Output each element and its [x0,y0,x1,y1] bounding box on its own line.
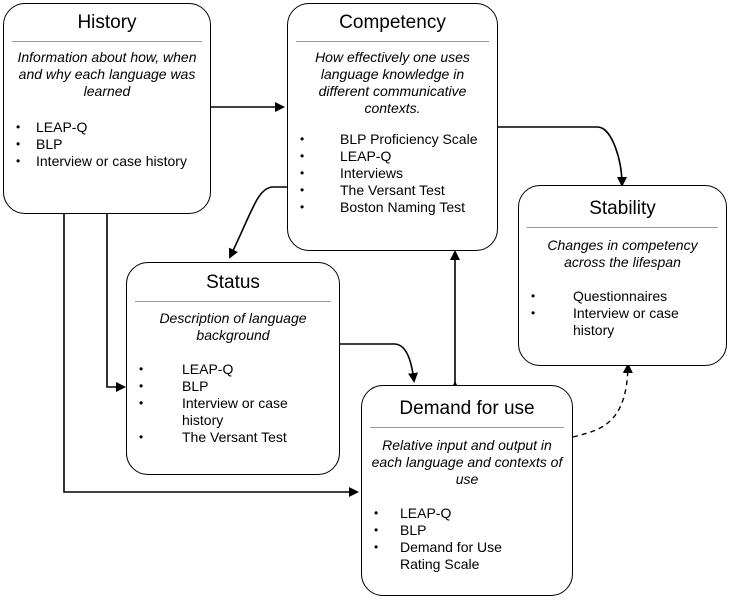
list-item: Interviews [288,165,497,182]
status-list: LEAP-Q BLP Interview or case history The… [127,361,339,446]
competency-list: BLP Proficiency Scale LEAP-Q Interviews … [288,131,497,216]
demand-for-use-box: Demand for use Relative input and output… [361,385,573,596]
stability-title: Stability [589,198,656,219]
list-item: LEAP-Q [288,148,497,165]
list-item: The Versant Test [288,182,497,199]
status-divider [135,301,331,302]
arrow-status-to-demand [340,343,418,383]
stability-list: Questionnaires Interview or case history [519,288,726,339]
list-item: Interview or case history [519,305,726,339]
history-title: History [77,12,137,33]
list-item: Interview or case history [4,153,210,170]
arrow-history-to-demand [63,214,359,497]
list-item: Interview or case history [127,395,339,429]
list-item: BLP Proficiency Scale [288,131,497,148]
competency-title: Competency [339,12,446,33]
list-item: LEAP-Q [362,505,572,522]
list-item: BLP [362,522,572,539]
list-item: The Versant Test [127,429,339,446]
list-item: BLP [4,136,210,153]
arrow-demand-to-stability-dashed [572,363,633,438]
list-item: BLP [127,378,339,395]
arrow-history-to-status [106,214,126,392]
arrow-competency-to-status [229,186,287,259]
history-divider [12,41,202,42]
list-item: Boston Naming Test [288,199,497,216]
status-title: Status [206,272,260,293]
demand-for-use-divider [370,427,564,428]
history-description: Information about how, when and why each… [17,49,197,99]
arrow-competency-to-stability [498,126,627,187]
demand-for-use-list: LEAP-Q BLP Demand for Use Rating Scale [362,505,572,573]
list-item: LEAP-Q [4,119,210,136]
stability-divider [527,227,718,228]
stability-box: Stability Changes in competency across t… [518,185,727,366]
competency-box: Competency How effectively one uses lang… [287,3,498,251]
list-item: Questionnaires [519,288,726,305]
demand-for-use-title: Demand for use [399,398,535,419]
competency-divider [296,41,489,42]
history-list: LEAP-Q BLP Interview or case history [4,119,210,170]
history-box: History Information about how, when and … [3,3,211,214]
demand-for-use-description: Relative input and output in each langua… [371,437,563,487]
competency-description: How effectively one uses language knowle… [315,49,470,116]
status-description: Description of language background [159,310,307,343]
stability-description: Changes in competency across the lifespa… [547,237,698,270]
status-box: Status Description of language backgroun… [126,262,340,475]
list-item: LEAP-Q [127,361,339,378]
list-item: Demand for Use Rating Scale [362,539,572,573]
